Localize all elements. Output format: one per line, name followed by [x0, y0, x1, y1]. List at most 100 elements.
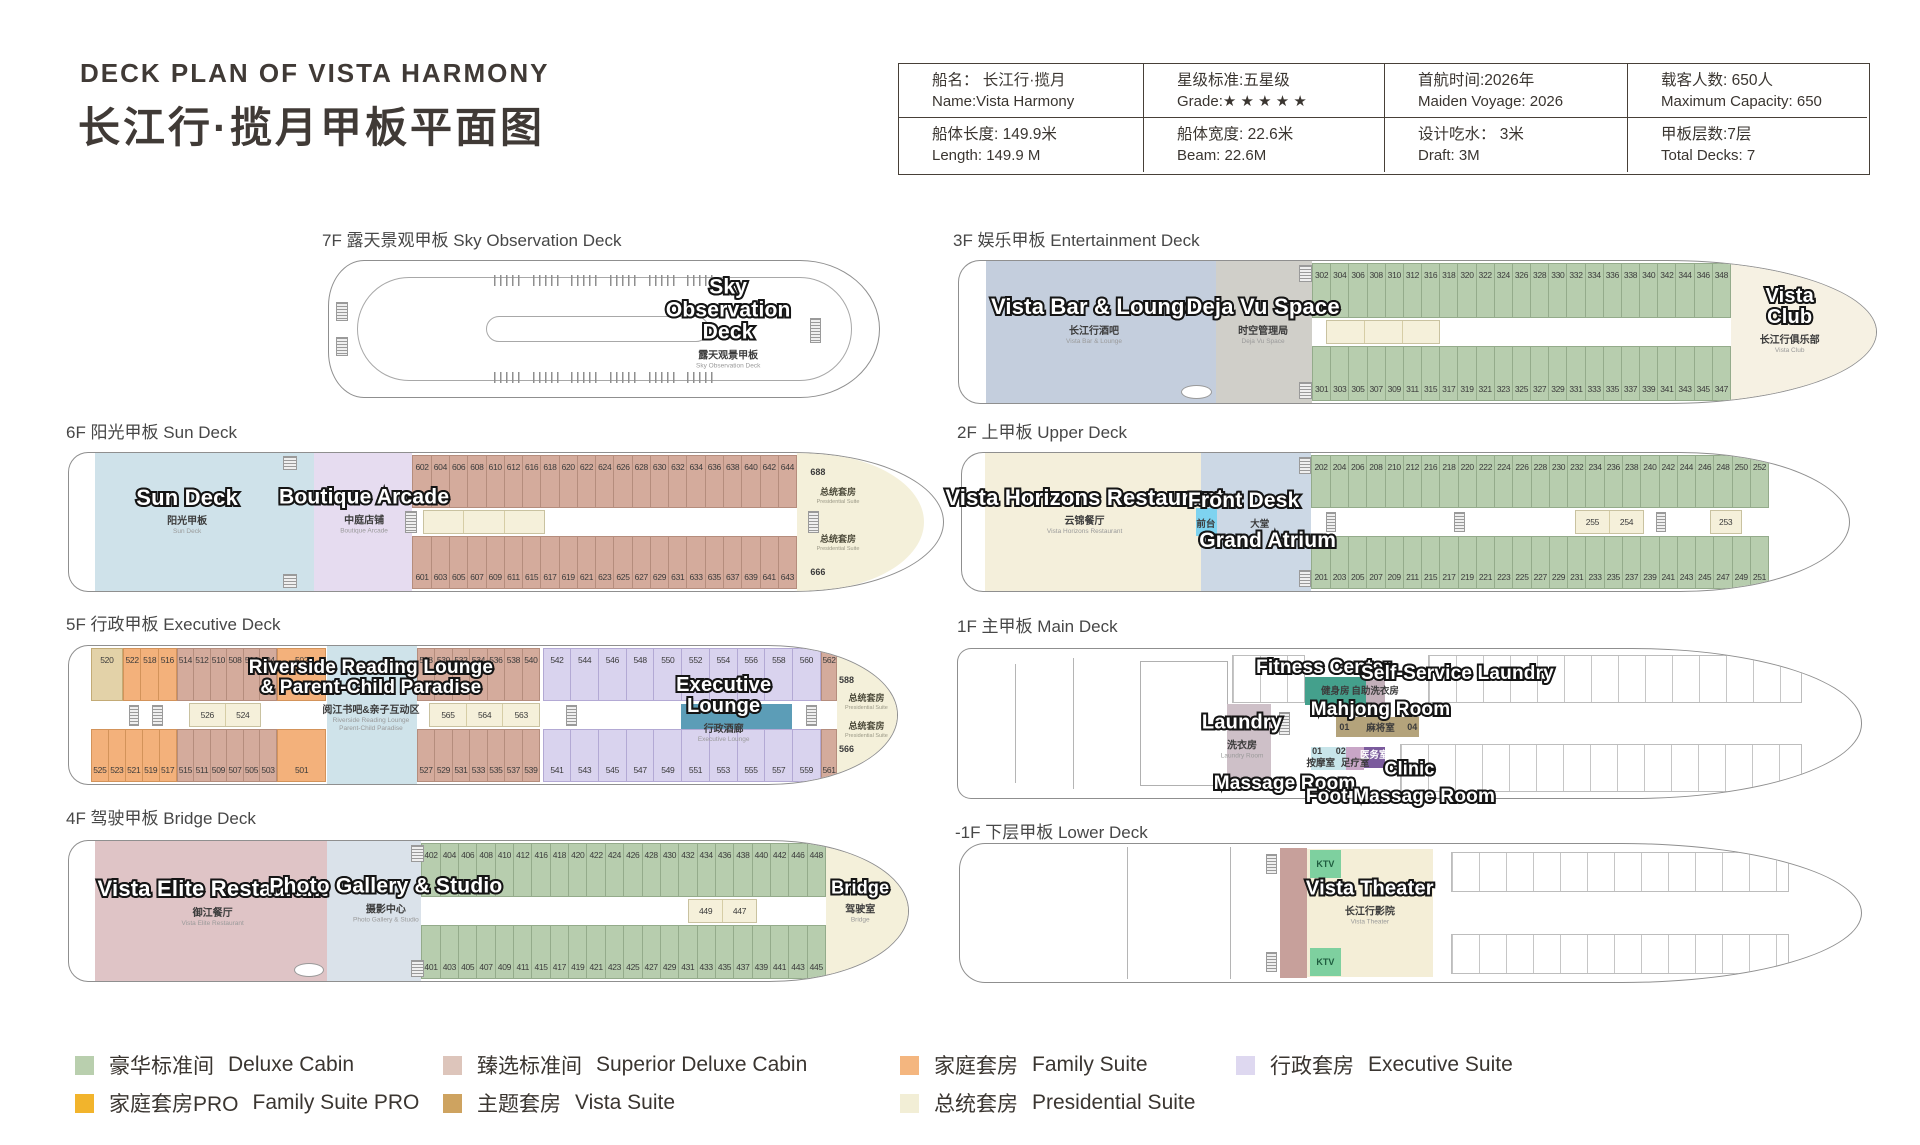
- cabin-cell: 411: [513, 926, 532, 979]
- cabin-number: 204: [1332, 461, 1347, 472]
- cabin-cell: 223: [1494, 536, 1513, 589]
- deck-zone: [1215, 261, 1313, 403]
- cabin-cell: 501: [277, 729, 326, 782]
- cabin-cell: 518: [140, 648, 159, 701]
- deck-title-m1f: -1F 下层甲板 Lower Deck: [955, 823, 1148, 842]
- venue-label-en: Photo Gallery & Studio: [267, 873, 504, 899]
- cabin-cell: 343: [1675, 347, 1694, 401]
- info-line-zh: 船体长度: 149.9米: [932, 126, 1057, 143]
- cabin-cell: 508: [226, 648, 243, 701]
- legend-label-en: Presidential Suite: [1032, 1091, 1196, 1114]
- cabin-cell: 311: [1402, 347, 1422, 401]
- legend-color-swatch: [900, 1093, 919, 1113]
- cabin-number: 410: [497, 849, 512, 860]
- cabin-number: 234: [1588, 461, 1602, 472]
- cabin-number: 310: [1387, 269, 1402, 280]
- cabin-number: 208: [1369, 461, 1383, 472]
- cabin-cell: 208: [1366, 455, 1385, 508]
- tender-boat: [293, 962, 325, 977]
- cabin-cell: 635: [704, 536, 723, 589]
- cabin-number: 311: [1406, 384, 1419, 395]
- legend-label-zh: 行政套房: [1270, 1055, 1354, 1078]
- cabin-number: 441: [772, 962, 787, 973]
- cabin-cell: 512: [193, 648, 210, 701]
- cabin-number: 517: [161, 765, 175, 776]
- cabin-cell: 302: [1313, 263, 1331, 317]
- cabin-cell: 429: [659, 926, 679, 979]
- info-line-zh: 设计吃水： 3米: [1418, 126, 1524, 143]
- room-name-zh: 健身房: [1321, 686, 1350, 698]
- cabin-cell: 231: [1567, 536, 1586, 589]
- cabin-cell: 308: [1366, 263, 1385, 317]
- cabin-number: 534: [471, 654, 486, 665]
- cabin-number: 207: [1369, 572, 1383, 583]
- cabin-number: 533: [471, 765, 486, 776]
- legend-label-en: Executive Suite: [1368, 1053, 1513, 1076]
- cabin-cell: 220: [1457, 455, 1476, 508]
- room-number-label: 688: [810, 466, 826, 477]
- cabin-cell: 517: [158, 729, 176, 782]
- cabin-cell: 403: [439, 926, 459, 979]
- cabin-number: 610: [488, 461, 503, 472]
- cabin-number: 608: [470, 461, 484, 472]
- stairs-hatch: [411, 960, 424, 977]
- cabin-cell: 551: [681, 729, 709, 782]
- cabin-cell: 224: [1494, 455, 1513, 508]
- cabin-cell: 623: [595, 536, 614, 589]
- venue-label-zh: 行政酒廊: [703, 724, 744, 736]
- deck-zone: [985, 453, 1201, 591]
- suite-label-en: Presidential Suite: [845, 733, 888, 739]
- cabin-cell: 417: [549, 926, 569, 979]
- cabin-cell: 549: [653, 729, 682, 782]
- deck-title-5f: 5F 行政甲板 Executive Deck: [66, 615, 281, 634]
- cabin-number: 425: [626, 962, 640, 973]
- cabin-number: 504: [261, 654, 275, 665]
- cabin-number: 523: [110, 765, 124, 776]
- cabin-cell: 301: [1313, 347, 1331, 401]
- cabin-number: 336: [1605, 269, 1620, 280]
- cabin-number: 430: [662, 849, 677, 860]
- cabin-cell: 632: [668, 455, 687, 508]
- cabin-number: 603: [433, 572, 448, 583]
- cabin-number: 402: [424, 849, 438, 860]
- cabin-cell: 345: [1693, 347, 1712, 401]
- venue-label-tiny: Sun Deck: [173, 528, 202, 536]
- cabin-cell: 642: [759, 455, 778, 508]
- cabin-number: 503: [261, 765, 275, 776]
- venue-label-zh: 长江行俱乐部: [1759, 335, 1820, 347]
- cabin-number: 527: [419, 765, 433, 776]
- cabin-cell: 209: [1384, 536, 1403, 589]
- cabin-number: 538: [506, 654, 521, 665]
- cabin-number: 345: [1696, 384, 1711, 395]
- cabin-cell: 246: [1695, 455, 1714, 508]
- cabin-number: 332: [1569, 269, 1583, 280]
- venue-label: Self-Service Laundry: [1359, 661, 1556, 685]
- cabin-number: 205: [1350, 572, 1365, 583]
- cabin-cell: 637: [722, 536, 742, 589]
- cabin-cell: 438: [733, 843, 752, 896]
- cabin-cell: 541: [543, 729, 571, 782]
- cabin-number: 501: [295, 765, 309, 776]
- cabin-cell: 434: [696, 843, 715, 896]
- cabin-cell: 310: [1384, 263, 1403, 317]
- cabin-cell: 609: [485, 536, 504, 589]
- cabin-number: 514: [178, 654, 193, 665]
- cabin-number: 325: [1514, 384, 1529, 395]
- cabin-number: 418: [552, 849, 567, 860]
- cabin-cell: 643: [777, 536, 797, 589]
